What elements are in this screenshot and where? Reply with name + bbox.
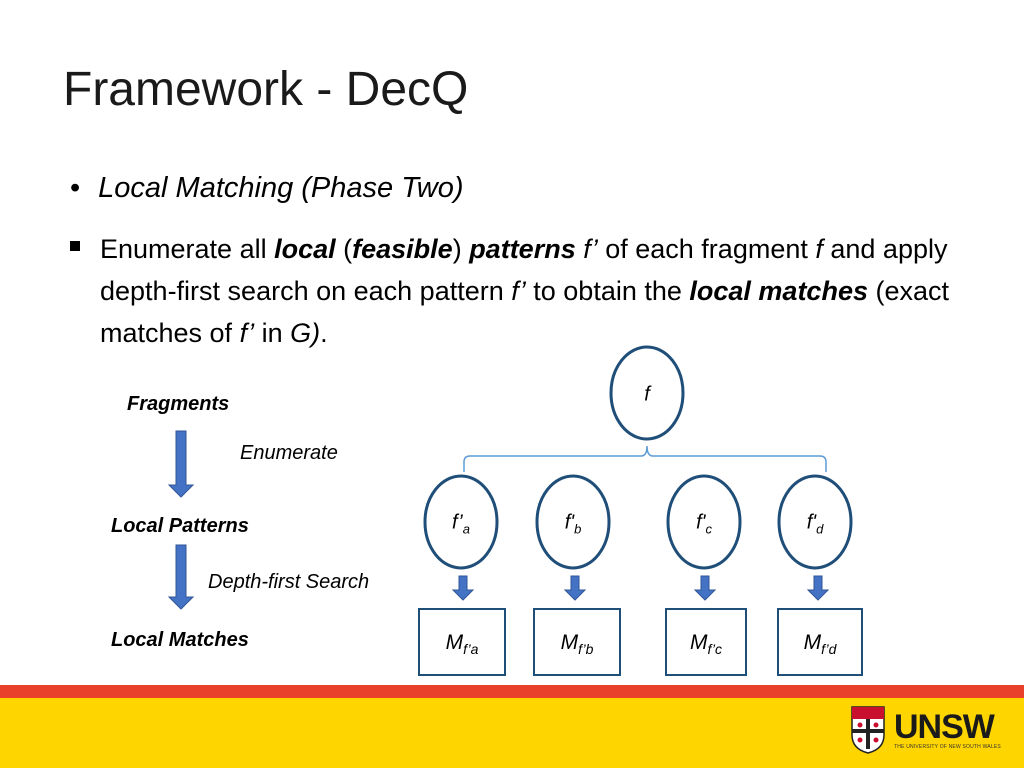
para-seg: in — [254, 318, 291, 348]
para-seg: ( — [335, 234, 353, 264]
pattern-base: f' — [806, 511, 817, 534]
match-box-a-label: Mf’a — [446, 631, 479, 657]
match-sub: f’a — [463, 641, 479, 658]
para-seg: to obtain the — [525, 276, 690, 306]
square-bullet-icon — [70, 241, 80, 251]
unsw-subtext: THE UNIVERSITY OF NEW SOUTH WALES — [894, 744, 1001, 750]
slide-title: Framework - DecQ — [63, 63, 469, 116]
bullet-dot: • — [70, 172, 81, 204]
brace-connector — [463, 445, 827, 472]
label-local-patterns: Local Patterns — [111, 515, 249, 537]
para-seg: f’ — [239, 318, 255, 348]
description-paragraph: Enumerate all local (feasible) patterns … — [70, 228, 970, 354]
para-seg: f’ — [575, 234, 598, 264]
pattern-base: f' — [564, 511, 575, 534]
unsw-logo: UNSW THE UNIVERSITY OF NEW SOUTH WALES — [850, 705, 1001, 755]
pattern-sub: b — [574, 521, 582, 537]
label-depth-first-search: Depth-first Search — [208, 571, 370, 593]
match-sub: f’b — [578, 641, 594, 658]
para-seg: . — [320, 318, 328, 348]
match-sub: f’c — [707, 641, 723, 658]
down-arrow-d — [806, 575, 830, 601]
pattern-sub: c — [705, 521, 712, 537]
para-seg: local — [274, 234, 336, 264]
pattern-base: f’ — [452, 511, 463, 534]
para-seg: and apply depth-first search on each pat… — [100, 234, 948, 306]
match-box-d-label: Mf’d — [804, 631, 837, 657]
match-sub: f’d — [821, 641, 837, 658]
pattern-node-a-label: f’a — [452, 512, 470, 537]
label-enumerate: Enumerate — [240, 442, 338, 464]
match-base: M — [560, 630, 579, 654]
label-fragments: Fragments — [127, 393, 230, 415]
para-seg: Enumerate all — [100, 234, 275, 264]
para-seg: G) — [290, 318, 321, 348]
pattern-sub: d — [816, 521, 824, 537]
unsw-wordmark: UNSW — [894, 708, 995, 746]
match-box-b-label: Mf’b — [561, 631, 594, 657]
pattern-node-b-label: f'b — [565, 512, 582, 537]
pattern-base: f' — [696, 511, 706, 534]
footer-red-band — [0, 685, 1024, 698]
match-box-c-label: Mf’c — [690, 631, 722, 657]
bullet-phase-two: • Local Matching (Phase Two) — [70, 172, 464, 205]
para-seg: patterns — [469, 234, 576, 264]
description-text: Enumerate all local (feasible) patterns … — [100, 228, 970, 354]
para-seg: of each fragment — [597, 234, 816, 264]
pattern-node-c-label: f'c — [696, 512, 712, 537]
root-node-label: f — [644, 383, 650, 406]
bullet-phase-two-text: Local Matching (Phase Two) — [98, 172, 464, 204]
para-seg: f — [815, 234, 823, 264]
down-arrow-a — [451, 575, 475, 601]
unsw-logo-text: UNSW THE UNIVERSITY OF NEW SOUTH WALES — [894, 710, 1001, 750]
down-arrow-c — [693, 575, 717, 601]
pattern-node-d-label: f'd — [807, 512, 824, 537]
para-seg: f’ — [511, 276, 526, 306]
label-local-matches: Local Matches — [111, 629, 249, 651]
down-arrow-enumerate — [167, 430, 195, 498]
match-base: M — [803, 630, 822, 654]
match-base: M — [689, 630, 708, 654]
pattern-sub: a — [462, 521, 470, 537]
para-seg: feasible — [352, 234, 453, 264]
down-arrow-dfs — [167, 544, 195, 610]
down-arrow-b — [563, 575, 587, 601]
para-seg: ) — [452, 234, 470, 264]
match-base: M — [445, 630, 464, 654]
para-seg: local matches — [689, 276, 868, 306]
unsw-crest-icon — [851, 706, 885, 754]
para-seg: (exact matches of — [100, 276, 950, 348]
